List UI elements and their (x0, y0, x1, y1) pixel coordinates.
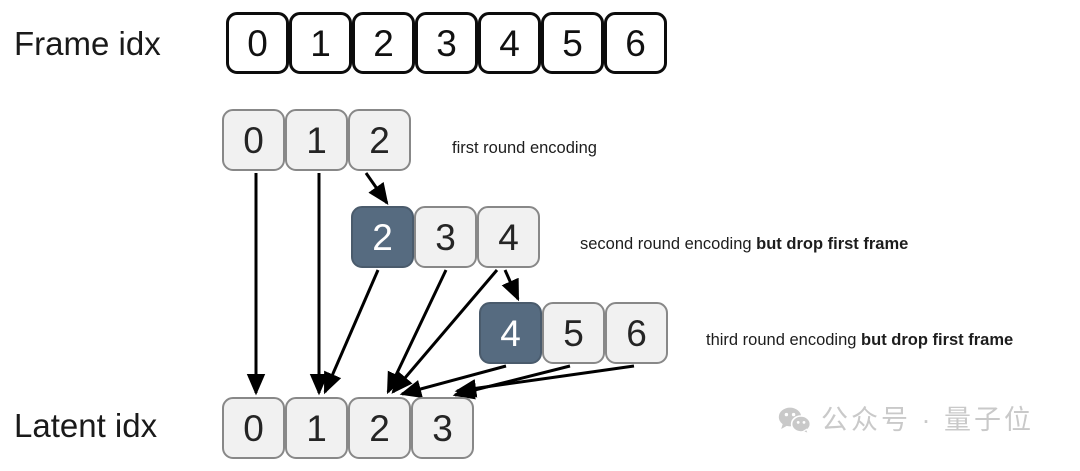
first-round-row: 0 1 2 (222, 109, 411, 171)
arrow-r2-2-to-latent-1 (323, 269, 380, 395)
frame-cell[interactable]: 5 (541, 12, 604, 74)
second-round-cell-dropped[interactable]: 2 (351, 206, 414, 268)
watermark-text: 公众号 · 量子位 (821, 404, 1034, 435)
second-round-cell[interactable]: 4 (477, 206, 540, 268)
frame-cell[interactable]: 0 (226, 12, 289, 74)
annotation-second-round: second round encoding but drop first fra… (580, 236, 908, 253)
frame-cell[interactable]: 2 (352, 12, 415, 74)
annotation-bold-text: but drop first frame (861, 331, 1014, 349)
arrow-r1-2-to-r2-2 (364, 172, 389, 205)
watermark: 公众号 · 量子位 (778, 406, 1034, 434)
third-round-row: 4 5 6 (479, 302, 668, 364)
second-round-row: 2 3 4 (351, 206, 540, 268)
arrow-r3-5-to-latent-3 (452, 364, 571, 400)
second-round-cell[interactable]: 3 (414, 206, 477, 268)
latent-idx-row: 0 1 2 3 (222, 397, 474, 459)
frame-cell[interactable]: 3 (415, 12, 478, 74)
first-round-cell[interactable]: 2 (348, 109, 411, 171)
annotation-plain-text: second round encoding (580, 235, 757, 253)
annotation-third-round: third round encoding but drop first fram… (706, 332, 1013, 349)
frame-idx-label: Frame idx (14, 25, 161, 62)
arrow-r3-6-to-latent-3 (454, 364, 635, 398)
latent-idx-label: Latent idx (14, 407, 158, 444)
frame-cell[interactable]: 4 (478, 12, 541, 74)
first-round-cell[interactable]: 1 (285, 109, 348, 171)
annotation-bold-text: but drop first frame (756, 235, 909, 253)
latent-cell[interactable]: 1 (285, 397, 348, 459)
third-round-cell[interactable]: 5 (542, 302, 605, 364)
frame-cell[interactable]: 1 (289, 12, 352, 74)
frame-idx-row: 0 1 2 3 4 5 6 (226, 12, 667, 74)
annotation-first-round: first round encoding (452, 140, 597, 157)
annotation-plain-text: first round encoding (452, 139, 597, 157)
arrow-r2-3-to-latent-2 (386, 269, 448, 395)
arrow-r3-4-to-latent-2 (399, 364, 507, 398)
third-round-cell-dropped[interactable]: 4 (479, 302, 542, 364)
annotation-plain-text: third round encoding (706, 331, 862, 349)
arrow-r2-4-to-r3-4 (501, 269, 520, 302)
third-round-cell[interactable]: 6 (605, 302, 668, 364)
first-round-cell[interactable]: 0 (222, 109, 285, 171)
latent-cell[interactable]: 0 (222, 397, 285, 459)
wechat-icon (778, 407, 812, 434)
frame-cell[interactable]: 6 (604, 12, 667, 74)
latent-cell[interactable]: 3 (411, 397, 474, 459)
latent-cell[interactable]: 2 (348, 397, 411, 459)
